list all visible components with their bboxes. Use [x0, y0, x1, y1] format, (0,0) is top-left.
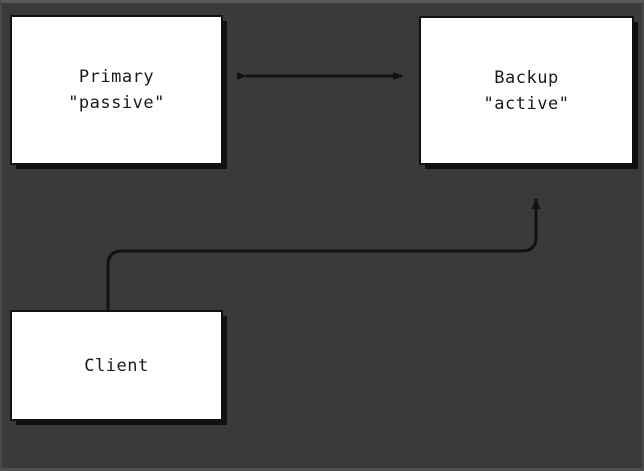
node-primary-label-line2: "passive": [68, 93, 165, 113]
node-client-label-line1: Client: [84, 355, 149, 376]
node-backup-label-line2: "active": [483, 93, 570, 114]
edge-client-backup: [106, 198, 541, 310]
node-backup-label-line1: Backup: [494, 67, 559, 88]
node-backup[interactable]: Backup "active": [419, 16, 634, 165]
connector-layer: [106, 72, 541, 310]
node-primary-label-line1: Primary: [78, 67, 155, 87]
node-client[interactable]: Client: [10, 310, 223, 421]
node-primary[interactable]: Primary "passive": [10, 15, 223, 165]
